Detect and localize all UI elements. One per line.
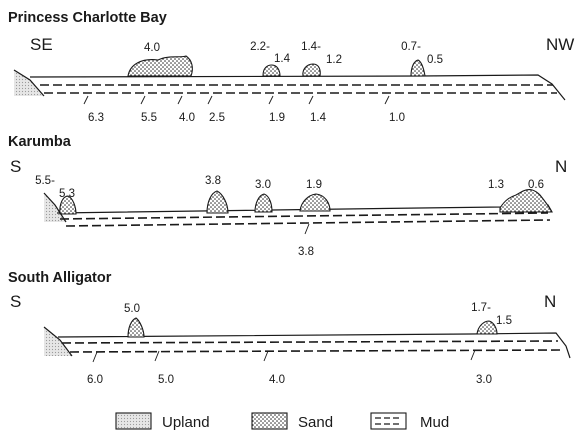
legend-item-mud: Mud	[370, 412, 449, 431]
upland-shading	[14, 70, 44, 96]
sand-ridge	[476, 320, 498, 335]
ground-surface	[29, 74, 566, 101]
upland-slope	[43, 326, 73, 357]
direction-left: SE	[30, 35, 53, 54]
ridge-label: 1.2	[326, 54, 342, 66]
ridge-label: 3.0	[255, 179, 271, 191]
section-title: South Alligator	[8, 270, 112, 286]
legend-label: Mud	[420, 414, 449, 431]
mud-swatch	[370, 412, 407, 430]
direction-left: S	[10, 157, 21, 176]
upland-swatch	[115, 412, 152, 430]
direction-right: N	[544, 292, 556, 311]
mud-label: 1.4	[310, 112, 327, 124]
section-title: Princess Charlotte Bay	[8, 10, 167, 26]
sand-ridge	[127, 317, 145, 338]
mud-label: 3.0	[476, 374, 492, 386]
legend-item-upland: Upland	[115, 412, 210, 431]
sand-ridge	[127, 55, 193, 77]
ground-surface	[57, 332, 571, 359]
mud-layer-top	[59, 212, 549, 220]
mud-label: 1.0	[389, 112, 405, 124]
ridge-label: 1.9	[306, 179, 322, 191]
upland-slope	[43, 192, 67, 223]
direction-right: NW	[546, 35, 574, 54]
sand-ridge	[410, 59, 426, 77]
ridge-label: 0.7-	[401, 41, 421, 53]
mud-depth-ticks	[83, 95, 390, 105]
ridge-label: 0.6	[528, 179, 544, 191]
sand-ridge	[59, 195, 77, 215]
sand-ridge	[254, 193, 273, 213]
mud-label: 4.0	[269, 374, 285, 386]
ridge-label: 5.5-	[35, 175, 55, 187]
upland-slope	[13, 69, 45, 97]
ridge-label: 1.5	[496, 315, 512, 327]
ridge-label: 4.0	[144, 42, 160, 54]
mud-depth-tick	[304, 223, 310, 235]
mud-label: 5.5	[141, 112, 157, 124]
ridge-label: 1.7-	[471, 302, 491, 314]
mud-depth-ticks	[92, 349, 476, 363]
legend: Upland Sand Mud	[115, 412, 449, 431]
ridge-label: 5.3	[59, 188, 75, 200]
sand-ridge	[206, 190, 229, 214]
mud-label: 3.8	[298, 246, 314, 258]
direction-left: S	[10, 292, 21, 311]
mud-layer-top	[61, 340, 559, 344]
upland-shading	[44, 327, 72, 356]
sand-swatch	[251, 412, 288, 430]
mud-label: 2.5	[209, 112, 225, 124]
ridge-label: 2.2-	[250, 41, 270, 53]
ridge-label: 0.5	[427, 54, 443, 66]
section-south-alligator: South Alligator S N 5.0 1.7- 1.5 6.0 5.0…	[8, 270, 571, 386]
section-title: Karumba	[8, 134, 72, 150]
mud-label: 6.0	[87, 374, 103, 386]
mud-layer-bottom	[65, 219, 551, 227]
legend-label: Sand	[298, 414, 333, 431]
mud-label: 4.0	[179, 112, 195, 124]
mud-layer-bottom	[69, 349, 561, 353]
ridge-label: 3.8	[205, 175, 221, 187]
sand-ridge	[302, 63, 321, 77]
legend-label: Upland	[162, 414, 210, 431]
legend-item-sand: Sand	[251, 412, 333, 431]
direction-right: N	[555, 157, 567, 176]
ridge-label: 1.4	[274, 53, 291, 65]
section-karumba: Karumba S N 5.5- 5.3 3.8 3.0 1.9 1.3 0.6…	[8, 134, 567, 258]
section-princess-charlotte-bay: Princess Charlotte Bay SE NW 4.0 2.2- 1.…	[8, 10, 574, 124]
ridge-label: 1.4-	[301, 41, 321, 53]
mud-label: 5.0	[158, 374, 174, 386]
mud-label: 1.9	[269, 112, 285, 124]
upland-shading	[44, 193, 66, 222]
sand-ridge	[499, 189, 553, 213]
ridge-label: 5.0	[124, 303, 140, 315]
sand-ridge	[262, 64, 281, 77]
sand-ridge	[299, 193, 331, 212]
ridge-label: 1.3	[488, 179, 504, 191]
mud-label: 6.3	[88, 112, 104, 124]
